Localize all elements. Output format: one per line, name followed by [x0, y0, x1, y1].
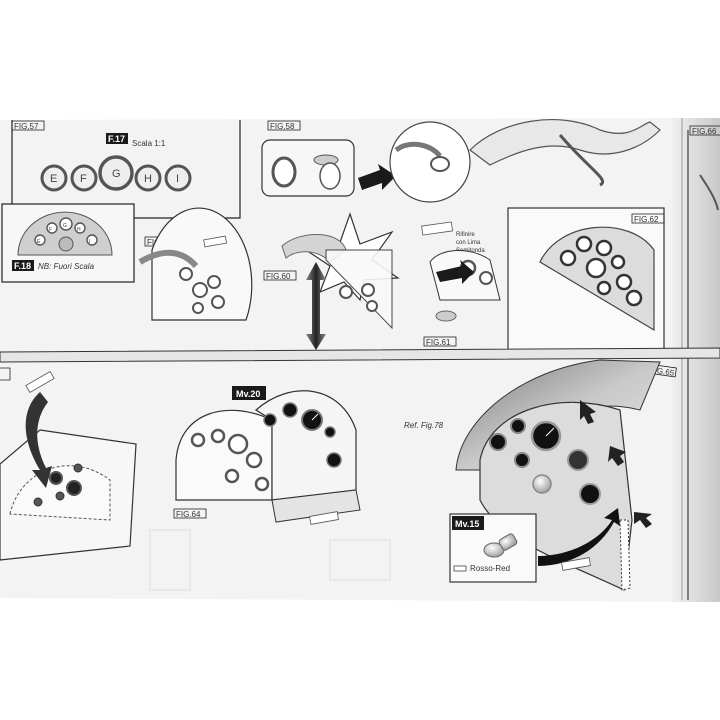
- fig59-panel: FIG.59: [138, 207, 253, 321]
- mv15-tag-text: Mv.15: [455, 519, 479, 529]
- mv20-tag: [232, 386, 266, 400]
- gauge-letter-e: E: [50, 173, 57, 185]
- fig57-label: FIG.57: [14, 122, 39, 131]
- f18-panel: E F G H I F.18 NB: Fuori Scala: [1, 203, 135, 283]
- fig60-label: FIG.60: [266, 272, 291, 281]
- row-divider: [0, 347, 720, 363]
- mv15-arrow: [538, 508, 620, 566]
- pointer-arrow-2: [608, 446, 626, 466]
- fig58-label: FIG.58: [270, 122, 295, 131]
- curved-down-arrow-icon: [25, 392, 52, 488]
- small-letter-e: E: [37, 239, 41, 245]
- page-binding: [672, 118, 720, 602]
- f17-tag: [106, 133, 128, 144]
- fig58-panel: FIG.58: [261, 119, 661, 203]
- f17-tag-text: F.17: [108, 134, 125, 144]
- small-letter-g: G: [63, 223, 67, 229]
- fig58-detail-circle: [389, 121, 471, 203]
- mv15-tag: [452, 516, 484, 530]
- ref-text: Ref. Fig.78: [404, 421, 444, 430]
- small-letter-f: F: [49, 227, 52, 233]
- fig57-panel: FIG.57 F.17 Scala 1:1 E F G H I: [11, 120, 241, 219]
- fig64-label: FIG.64: [176, 510, 201, 519]
- gauge-letter-g: G: [112, 168, 121, 180]
- fig62-panel: FIG.62: [507, 207, 665, 351]
- mv20-tag-text: Mv.20: [236, 389, 260, 399]
- mv15-panel: Mv.15 Rosso-Red: [449, 508, 620, 583]
- fig66-label: FIG.66: [692, 127, 717, 136]
- f18-tag: [12, 260, 34, 271]
- fig63-panel: [0, 367, 137, 561]
- f18-tag-text: F.18: [14, 261, 31, 271]
- fig60-panel: FIG.60: [263, 212, 400, 350]
- finish-line2: con Lima: [456, 240, 481, 246]
- gauge-letter-h: H: [144, 173, 152, 185]
- fig58-arrow: [358, 164, 396, 190]
- pointer-arrow-3: [634, 512, 652, 528]
- fig61-panel: Rifinire con Lima Semitonda FIG.61: [421, 221, 501, 347]
- gauge-letter-row: E F G H I: [40, 155, 192, 192]
- scale-text: Scala 1:1: [132, 139, 166, 148]
- fig62-label: FIG.62: [634, 215, 659, 224]
- rosso-text: Rosso-Red: [470, 564, 510, 573]
- gauge-letter-f: F: [80, 173, 87, 185]
- small-letter-h: H: [77, 227, 81, 233]
- up-down-arrow-icon: [306, 262, 326, 350]
- small-letter-i: I: [89, 239, 90, 245]
- fig61-arrow: [436, 260, 474, 284]
- fig66-panel: FIG.66: [689, 125, 720, 211]
- finish-line3: Semitonda: [456, 248, 485, 254]
- fig61-label: FIG.61: [426, 338, 451, 347]
- nb-text: NB: Fuori Scala: [38, 262, 95, 271]
- finish-line1: Rifinire: [456, 232, 475, 238]
- pointer-arrow-1: [580, 400, 596, 424]
- gauge-letter-i: I: [176, 173, 179, 185]
- fig64-panel: Mv.20 FIG.64: [173, 386, 361, 525]
